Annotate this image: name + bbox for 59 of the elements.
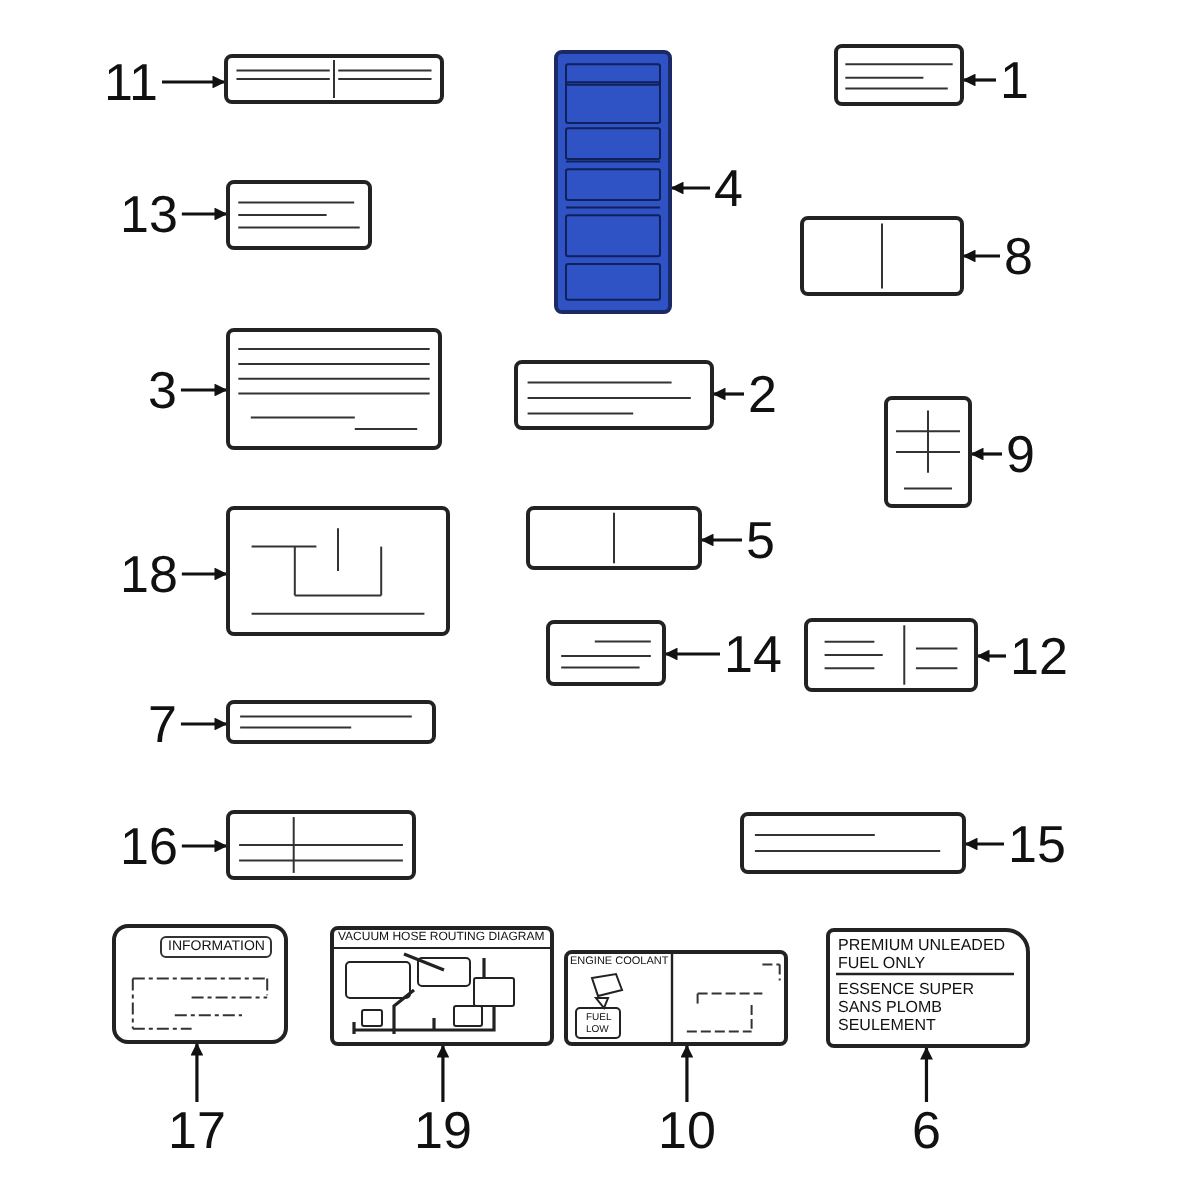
callout-number: 8 — [1004, 228, 1033, 284]
label-sticker — [226, 506, 450, 636]
arrow — [181, 839, 228, 853]
callout-number: 5 — [746, 512, 775, 568]
label-sticker — [804, 618, 978, 692]
callout-number: 18 — [120, 546, 178, 602]
callout-number: 4 — [714, 160, 743, 216]
label-sticker — [112, 924, 288, 1044]
warning-text: PREMIUM UNLEADED FUEL ONLY — [838, 936, 1008, 972]
label-sticker — [226, 700, 436, 744]
arrow — [181, 207, 228, 221]
callout-number: 16 — [120, 818, 178, 874]
arrow — [962, 249, 1000, 263]
warning-text: ESSENCE SUPER SANS PLOMB SEULEMENT — [838, 980, 977, 1034]
callout-number: 2 — [748, 366, 777, 422]
arrow — [964, 837, 1004, 851]
callout-number: 14 — [724, 626, 782, 682]
arrow — [180, 383, 228, 397]
arrow — [162, 75, 226, 89]
arrow — [700, 533, 742, 547]
callout-number: 7 — [148, 696, 177, 752]
arrow — [664, 647, 720, 661]
arrow — [970, 447, 1002, 461]
label-sticker — [514, 360, 714, 430]
callout-number: 9 — [1006, 426, 1035, 482]
arrow — [962, 73, 996, 87]
arrow — [181, 567, 228, 581]
arrow — [712, 387, 744, 401]
callout-number: 3 — [148, 362, 177, 418]
label-sticker — [834, 44, 964, 106]
arrow — [190, 1042, 204, 1102]
callout-number: 17 — [168, 1102, 226, 1158]
label-sticker — [554, 50, 672, 314]
label-sticker — [740, 812, 966, 874]
callout-number: 6 — [912, 1102, 941, 1158]
label-sticker — [226, 180, 372, 250]
arrow — [976, 649, 1006, 663]
arrow — [180, 717, 228, 731]
callout-number: 19 — [414, 1102, 472, 1158]
label-sticker — [226, 328, 442, 450]
label-sticker — [330, 926, 554, 1046]
label-sticker — [546, 620, 666, 686]
arrow — [920, 1046, 933, 1102]
callout-number: 11 — [104, 54, 158, 110]
callout-number: 15 — [1008, 816, 1066, 872]
callout-number: 12 — [1010, 628, 1068, 684]
label-sticker — [826, 928, 1030, 1048]
label-sticker — [800, 216, 964, 296]
label-sticker — [884, 396, 972, 508]
callout-number: 10 — [658, 1102, 716, 1158]
callout-number: 1 — [1000, 52, 1029, 108]
callout-number: 13 — [120, 186, 178, 242]
label-sticker — [564, 950, 788, 1046]
label-sticker — [526, 506, 702, 570]
arrow — [670, 181, 710, 195]
label-sticker — [226, 810, 416, 880]
arrow — [680, 1044, 694, 1102]
arrow — [436, 1044, 450, 1102]
label-sticker — [224, 54, 444, 104]
